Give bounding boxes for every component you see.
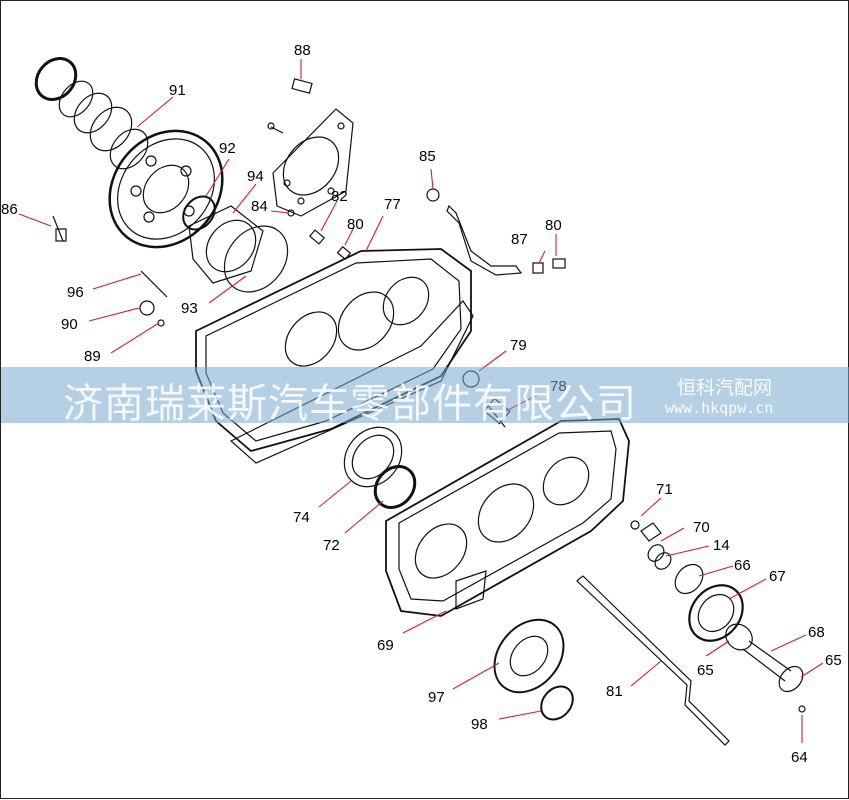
callout-number: 68 [808,624,825,641]
callout-number: 66 [734,557,751,574]
shaft-small-parts [630,520,672,570]
callout-number: 98 [471,716,488,733]
callout-number: 85 [419,148,436,165]
callout-number: 93 [181,300,198,317]
watermark-site-name: 恒科汽配网 [677,377,773,399]
callout-number: 72 [323,537,340,554]
callout-number: 65 [825,652,842,669]
seal-ring-stack [34,57,149,170]
callout-number: 65 [697,662,714,679]
flange-and-bearing [493,618,574,721]
callout-number: 14 [713,537,730,554]
callout-number: 88 [294,42,311,59]
callout-number: 96 [67,284,84,301]
callout-number: 74 [293,509,310,526]
hub-assembly [182,195,289,293]
shift-rod [576,575,730,746]
callout-number: 86 [1,201,18,218]
callout-number: 81 [606,683,623,700]
callout-number: 90 [61,316,78,333]
callout-number: 94 [247,168,264,185]
callout-number: 69 [377,637,394,654]
drive-gear [674,563,753,651]
callout-number: 64 [791,749,808,766]
callout-number: 80 [347,216,364,233]
watermark-company-name: 济南瑞莱斯汽车零部件有限公司 [63,381,637,427]
callout-number: 80 [545,217,562,234]
output-shaft [742,640,806,713]
upper-housing [195,248,511,464]
lower-housing [385,418,630,617]
callout-number: 87 [511,231,528,248]
callout-number: 82 [331,188,348,205]
leader-lines [18,59,824,743]
callout-number: 89 [84,348,101,365]
callout-number: 77 [384,196,401,213]
callout-number: 97 [428,689,445,706]
small-fittings [52,188,566,327]
callout-number: 67 [769,568,786,585]
bearing-cover [343,426,417,509]
large-gear [108,129,224,249]
callout-number: 92 [219,140,236,157]
cover-plate [267,78,354,217]
callout-number: 84 [251,198,268,215]
callout-number: 79 [510,337,527,354]
callout-number: 71 [656,481,673,498]
callout-number: 91 [169,82,186,99]
watermark-site-url: www.hkqpw.cn [665,399,774,417]
watermark-banner: 济南瑞莱斯汽车零部件有限公司 恒科汽配网 www.hkqpw.cn [1,367,849,427]
callout-number: 70 [693,519,710,536]
